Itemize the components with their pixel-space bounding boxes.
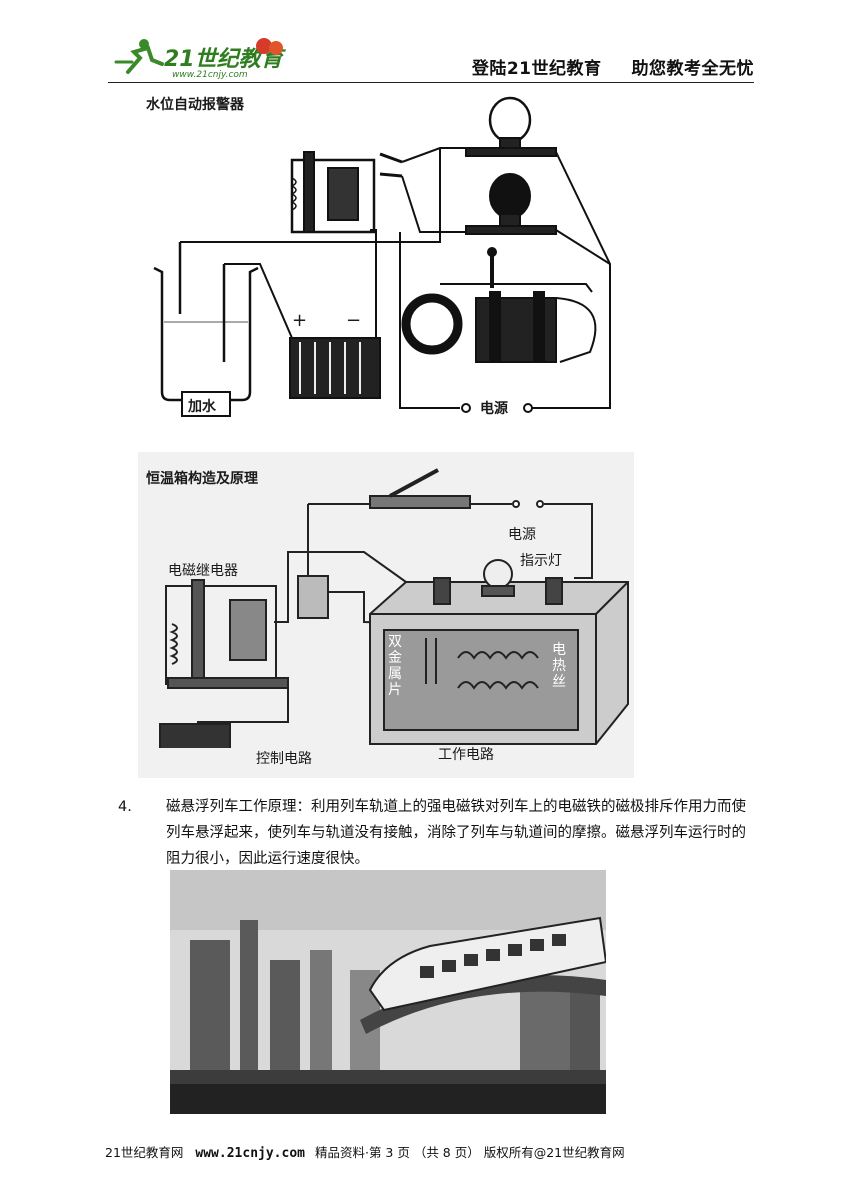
maglev-train-image [170, 870, 606, 1114]
thermostat-box-diagram [138, 452, 634, 778]
label-power-source: 电源 [480, 401, 508, 417]
footer-site: 21世纪教育网 [105, 1145, 184, 1160]
item-number: 4. [118, 799, 132, 815]
page-header: 21世纪教育 www.21cnjy.com 登陆21世纪教育 助您教考全无忧 [108, 30, 754, 83]
figure2-title: 恒温箱构造及原理 [146, 471, 258, 487]
header-slogan: 登陆21世纪教育 助您教考全无忧 [472, 54, 754, 79]
label-add-water: 加水 [188, 399, 216, 415]
site-logo[interactable]: 21世纪教育 www.21cnjy.com [108, 32, 308, 80]
maglev-train-photo [170, 870, 606, 1114]
label-indicator-light: 指示灯 [520, 553, 562, 569]
maglev-paragraph: 4. 磁悬浮列车工作原理：利用列车轨道上的强电磁铁对列车上的电磁铁的磁极排斥作用力… [118, 794, 756, 872]
label-control-circuit: 控制电路 [256, 751, 312, 767]
footer-url[interactable]: www.21cnjy.com [195, 1146, 305, 1161]
battery-minus: − [346, 310, 362, 331]
item-text: 磁悬浮列车工作原理：利用列车轨道上的强电磁铁对列车上的电磁铁的磁极排斥作用力而使… [166, 799, 746, 867]
water-level-alarm-diagram [153, 96, 611, 417]
figure1-title: 水位自动报警器 [146, 97, 244, 113]
label-power: 电源 [508, 527, 536, 543]
footer-page-info: 精品资料·第 3 页 （共 8 页） 版权所有@21世纪教育网 [314, 1145, 625, 1160]
label-relay: 电磁继电器 [168, 563, 238, 579]
logo-url: www.21cnjy.com [172, 70, 248, 80]
label-heater-wire: 电热丝 [552, 642, 566, 690]
water-level-alarm-figure: 水位自动报警器 加水 电源 + − [140, 92, 620, 424]
label-bimetal: 双金属片 [388, 634, 402, 698]
page-footer: 21世纪教育网 www.21cnjy.com 精品资料·第 3 页 （共 8 页） … [105, 1142, 765, 1161]
battery-plus: + [292, 310, 308, 331]
slogan-right: 助您教考全无忧 [631, 59, 754, 79]
label-working-circuit: 工作电路 [438, 747, 494, 763]
slogan-left: 登陆21世纪教育 [471, 59, 602, 79]
thermostat-box-figure: 恒温箱构造及原理 电源 指示灯 电磁继电器 双金属片 电热丝 控制电路 工作电路 [138, 452, 634, 778]
